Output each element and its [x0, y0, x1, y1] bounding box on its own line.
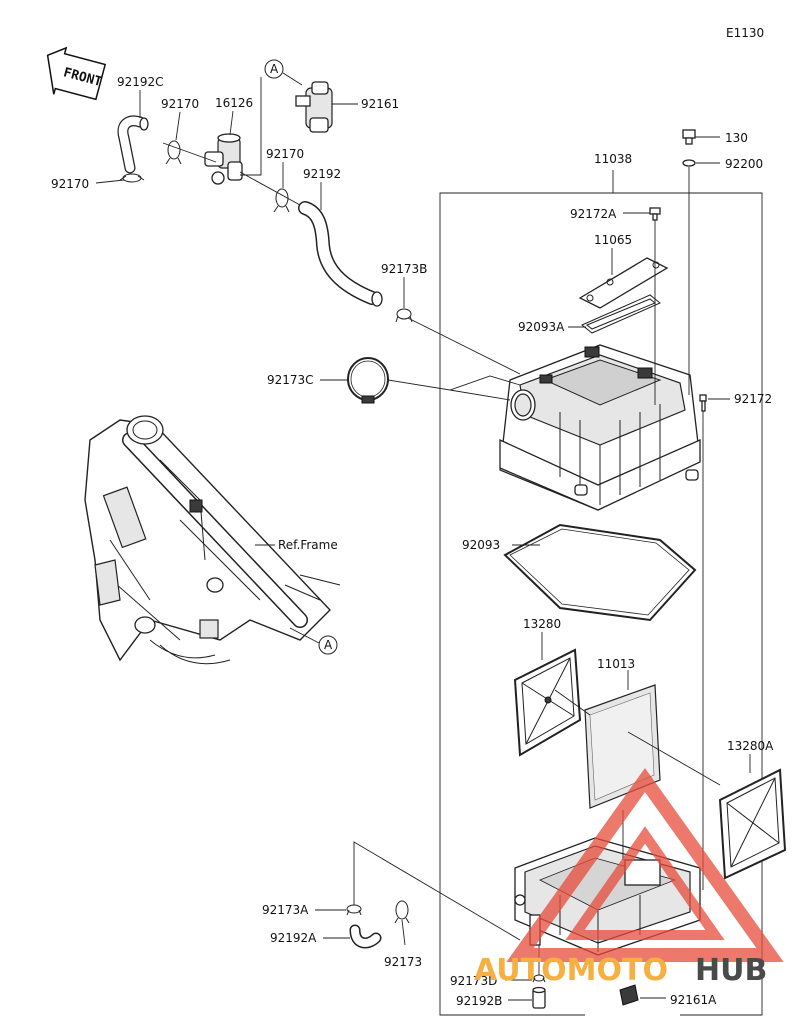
label-92173c: 92173C: [267, 373, 314, 387]
housing-upper: [499, 344, 701, 511]
label-92170-left: 92170: [51, 177, 89, 191]
label-92093: 92093: [462, 538, 500, 552]
label-130: 130: [725, 131, 748, 145]
diagram-code: E1130: [726, 26, 764, 40]
label-13280: 13280: [523, 617, 561, 631]
bolt-92172: [699, 394, 707, 412]
label-92173b: 92173B: [381, 262, 427, 276]
clamp-92173b: [395, 308, 413, 323]
clamp-92173a: [346, 904, 362, 916]
watermark-text-1: AUTOMOTO: [474, 953, 668, 988]
frame-13280a: [718, 768, 787, 880]
valve-16126: [204, 133, 243, 185]
label-92173d: 92173D: [450, 974, 497, 988]
watermark-logo: [506, 767, 784, 962]
washer-92200: [682, 159, 696, 167]
hose-92192c: [117, 115, 149, 174]
bolt-92172a: [649, 207, 661, 221]
label-92192c: 92192C: [117, 75, 164, 89]
plug-92192b: [532, 986, 546, 1009]
label-92093a: 92093A: [518, 320, 565, 334]
assembly-outline: [439, 170, 763, 1016]
plug-92192a: [349, 924, 382, 949]
label-92173a: 92173A: [262, 903, 309, 917]
label-11065: 11065: [594, 233, 632, 247]
frame-reference: [84, 415, 341, 665]
clamp-92170-left: [119, 173, 145, 183]
pad-92161a: [619, 984, 639, 1006]
hose-92192: [298, 201, 383, 307]
label-92161a: 92161A: [670, 993, 717, 1007]
bolt-130: [682, 129, 696, 145]
label-92161: 92161: [361, 97, 399, 111]
label-11038: 11038: [594, 152, 632, 166]
label-92172: 92172: [734, 392, 772, 406]
label-92173: 92173: [384, 955, 422, 969]
frame-13280: [513, 648, 582, 757]
callout-letter-top: A: [270, 62, 279, 76]
label-11013: 11013: [597, 657, 635, 671]
watermark-text-2: HUB: [695, 953, 767, 988]
label-92192a: 92192A: [270, 931, 317, 945]
label-16126: 16126: [215, 96, 253, 110]
label-92172a: 92172A: [570, 207, 617, 221]
label-13280a: 13280A: [727, 739, 774, 753]
gasket-92093: [503, 523, 697, 622]
sensor-92161: [295, 81, 333, 133]
front-arrow: FRONT: [46, 46, 107, 101]
label-92192: 92192: [303, 167, 341, 181]
label-92192b: 92192B: [456, 994, 502, 1008]
label-92200: 92200: [725, 157, 763, 171]
label-92170-upper: 92170: [161, 97, 199, 111]
label-92170-right: 92170: [266, 147, 304, 161]
clamp-92173c: [347, 357, 389, 404]
cover-11065: [578, 257, 669, 309]
ref-frame-label: Ref.Frame: [278, 538, 338, 552]
clamp-92170-upper: [165, 140, 182, 165]
callout-letter-frame: A: [324, 638, 333, 652]
clamp-92173: [394, 900, 410, 924]
